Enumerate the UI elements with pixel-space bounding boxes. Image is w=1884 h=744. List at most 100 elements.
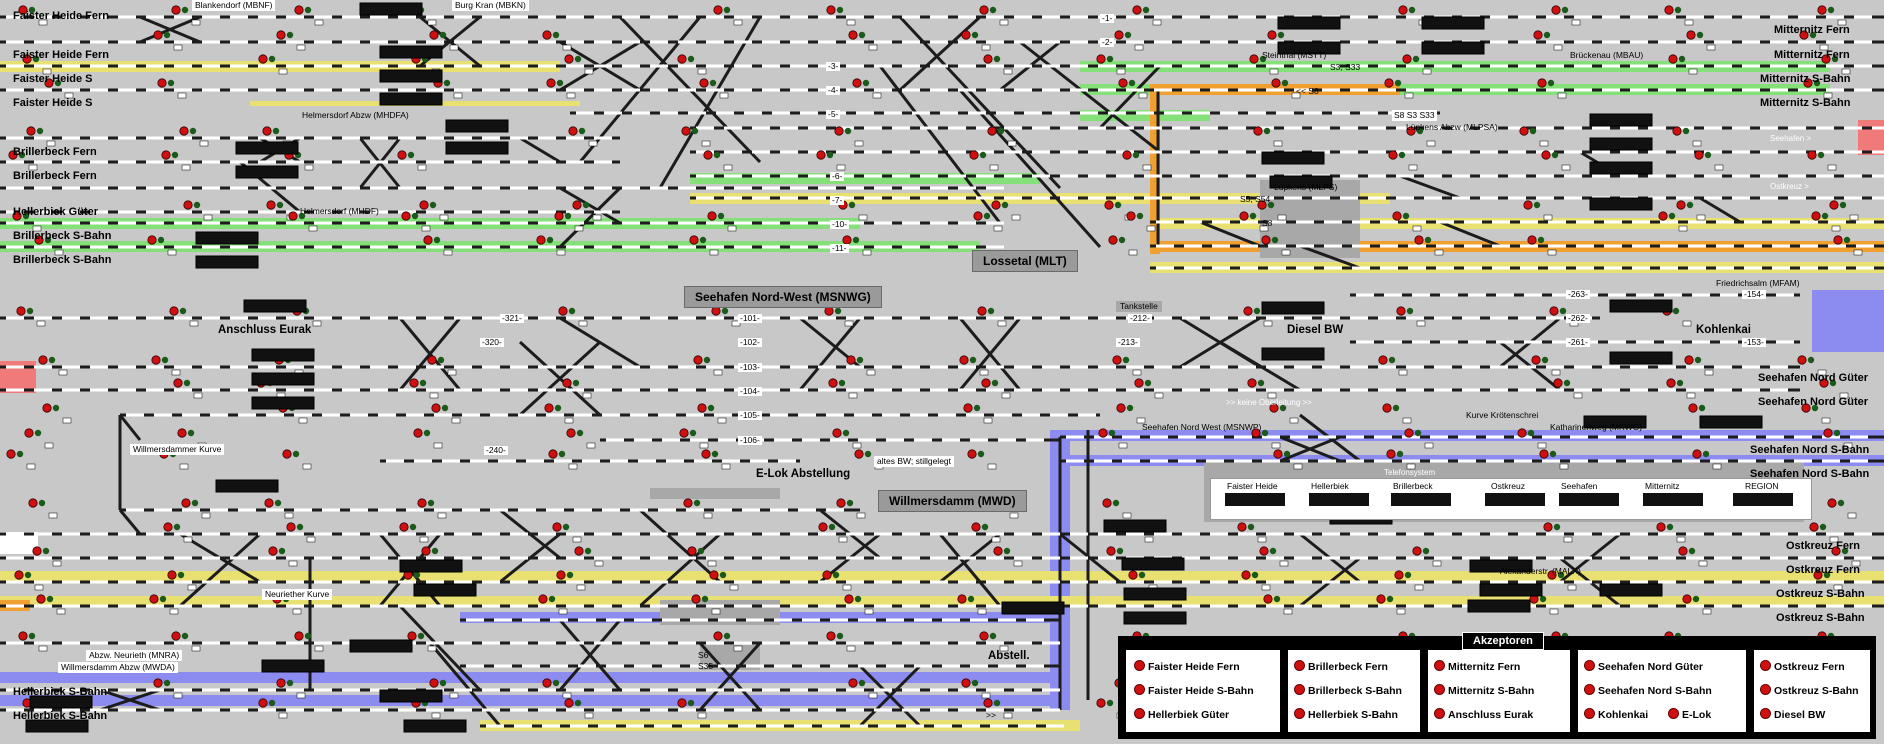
track-number-tag: -104- (738, 386, 762, 396)
akzeptor-mitternitz-s-bahn[interactable]: Mitternitz S-Bahn (1434, 684, 1534, 697)
akzeptor-label: Brillerbeck Fern (1308, 661, 1388, 673)
signal-icon (1760, 684, 1771, 695)
track-number-tag: -11- (830, 243, 849, 253)
track-number-tag: -262- (1566, 313, 1590, 323)
phone-button[interactable] (1391, 493, 1451, 506)
akzeptoren-column: Faister Heide Fern Faister Heide S-Bahn … (1126, 650, 1280, 732)
signal-icon (1134, 684, 1145, 695)
station-label: Helmersdorf (MHDF) (300, 206, 379, 216)
signal-icon (1584, 660, 1595, 671)
signal-icon (1434, 660, 1445, 671)
station-label: Burg Kran (MBKN) (452, 0, 529, 11)
track-number-tag: -2- (1100, 37, 1115, 47)
akzeptor-e-lok[interactable]: E-Lok (1668, 708, 1711, 721)
phone-button[interactable] (1733, 493, 1793, 506)
signal-icon (1584, 708, 1595, 719)
akzeptor-label: E-Lok (1682, 709, 1712, 721)
track-number-tag: -103- (738, 362, 762, 372)
akzeptor-brillerbeck-fern[interactable]: Brillerbeck Fern (1294, 660, 1388, 673)
signal-icon (1134, 708, 1145, 719)
akzeptoren-panel: Akzeptoren Faister Heide Fern Faister He… (1118, 632, 1876, 739)
track-number-tag: -10- (830, 219, 850, 229)
station-label: Willmersdamm Abzw (MWDA) (58, 662, 178, 673)
akzeptor-faister-heide-s-bahn[interactable]: Faister Heide S-Bahn (1134, 684, 1254, 697)
akzeptor-label: Hellerbiek S-Bahn (1308, 709, 1398, 721)
siding-label: Kohlenkai (1696, 324, 1751, 336)
info-label: Telefonsystem (1384, 468, 1436, 477)
phone-label: Ostkreuz (1491, 481, 1526, 491)
akzeptor-faister-heide-fern[interactable]: Faister Heide Fern (1134, 660, 1240, 673)
line-label: S3; S33 (1330, 62, 1361, 72)
akzeptor-ostkreuz-fern[interactable]: Ostkreuz Fern (1760, 660, 1845, 673)
siding-label: Tankstelle (1116, 301, 1162, 312)
track-number-tag: -153- (1742, 337, 1766, 347)
phone-button[interactable] (1643, 493, 1703, 506)
station-box: Willmersdamm (MWD) (878, 490, 1027, 512)
station-label: Neuriether Kurve (262, 589, 333, 600)
station-label: Kurve Krötenschrei (1466, 410, 1539, 420)
left-endpoint-label: Faister Heide Fern (13, 49, 109, 61)
station-label: Seehafen Nord West (MSNWP) (1142, 422, 1262, 432)
phone-button[interactable] (1559, 493, 1619, 506)
phone-button[interactable] (1485, 493, 1545, 506)
left-endpoint-label: Brillerbeck S-Bahn (13, 230, 112, 242)
direction-label: >> (986, 710, 996, 720)
train-number-fields (25, 2, 1763, 733)
akzeptor-label: Hellerbiek Güter (1148, 709, 1230, 721)
akzeptor-label: Faister Heide Fern (1148, 661, 1240, 673)
right-endpoint-label: Seehafen Nord S-Bahn (1750, 468, 1870, 480)
track-number-tag: -105- (738, 410, 762, 420)
signal-icon (1668, 708, 1679, 719)
station-box: Lossetal (MLT) (972, 250, 1078, 272)
signal-icon (1294, 660, 1305, 671)
left-endpoint-label: Faister Heide S (13, 73, 93, 85)
right-endpoint-label: Ostkreuz S-Bahn (1776, 588, 1865, 600)
akzeptor-anschluss-eurak[interactable]: Anschluss Eurak (1434, 708, 1533, 721)
akzeptor-label: Diesel BW (1774, 709, 1826, 721)
line-label: << S8 (1296, 86, 1319, 96)
akzeptor-mitternitz-fern[interactable]: Mitternitz Fern (1434, 660, 1520, 673)
signal-icon (1434, 684, 1445, 695)
info-label: >> keine Oberleitung >> (1226, 398, 1312, 407)
line-label: S5; S54 (1240, 194, 1271, 204)
akzeptor-label: Brillerbeck S-Bahn (1308, 685, 1402, 697)
station-label: Blankendorf (MBNF) (192, 0, 276, 11)
phone-button[interactable] (1309, 493, 1369, 506)
phone-label: Faister Heide (1227, 481, 1278, 491)
track-number-tag: -261- (1566, 337, 1590, 347)
track-number-tag: -1- (1100, 13, 1115, 23)
akzeptor-label: Seehafen Nord S-Bahn (1598, 685, 1712, 697)
track-number-tag: -240- (484, 445, 508, 455)
right-endpoint-label: Ostkreuz Fern (1786, 540, 1860, 552)
left-endpoint-label: Hellerbiek Güter (13, 206, 98, 218)
station-label: Helmersdorf Abzw (MHDFA) (302, 110, 409, 120)
track-number-tag: -320- (480, 337, 504, 347)
right-endpoint-label: Seehafen Nord Güter (1758, 372, 1869, 384)
left-endpoint-label: Brillerbeck Fern (13, 170, 97, 182)
akzeptor-hellerbiek-s-bahn[interactable]: Hellerbiek S-Bahn (1294, 708, 1398, 721)
phone-button[interactable] (1225, 493, 1285, 506)
line-label: S8 S3 S33 (1392, 110, 1437, 121)
right-endpoint-label: Ostkreuz S-Bahn (1776, 612, 1865, 624)
akzeptor-diesel-bw[interactable]: Diesel BW (1760, 708, 1825, 721)
phone-label: Mitternitz (1645, 481, 1680, 491)
direction-label: Seehafen > (1770, 134, 1812, 143)
phone-label: REGION (1745, 481, 1779, 491)
akzeptor-seehafen-nord-gueter[interactable]: Seehafen Nord Güter (1584, 660, 1703, 673)
akzeptor-label: Ostkreuz Fern (1774, 661, 1845, 673)
akzeptor-brillerbeck-s-bahn[interactable]: Brillerbeck S-Bahn (1294, 684, 1402, 697)
line-label: S8 (1262, 218, 1273, 228)
akzeptor-label: Anschluss Eurak (1448, 709, 1534, 721)
akzeptoren-column: Seehafen Nord Güter Seehafen Nord S-Bahn… (1578, 650, 1746, 732)
akzeptor-ostkreuz-s-bahn[interactable]: Ostkreuz S-Bahn (1760, 684, 1859, 697)
track-number-tag: -213- (1116, 337, 1140, 347)
akzeptor-hellerbiek-gueter[interactable]: Hellerbiek Güter (1134, 708, 1229, 721)
right-endpoint-label: Mitternitz S-Bahn (1760, 97, 1851, 109)
signal-icon (1760, 660, 1771, 671)
station-box: Seehafen Nord-West (MSNWG) (684, 286, 882, 308)
akzeptor-kohlenkai[interactable]: Kohlenkai (1584, 708, 1648, 721)
akzeptor-seehafen-nord-s-bahn[interactable]: Seehafen Nord S-Bahn (1584, 684, 1712, 697)
station-label: Lüpkens (MLPS) (1274, 182, 1338, 192)
